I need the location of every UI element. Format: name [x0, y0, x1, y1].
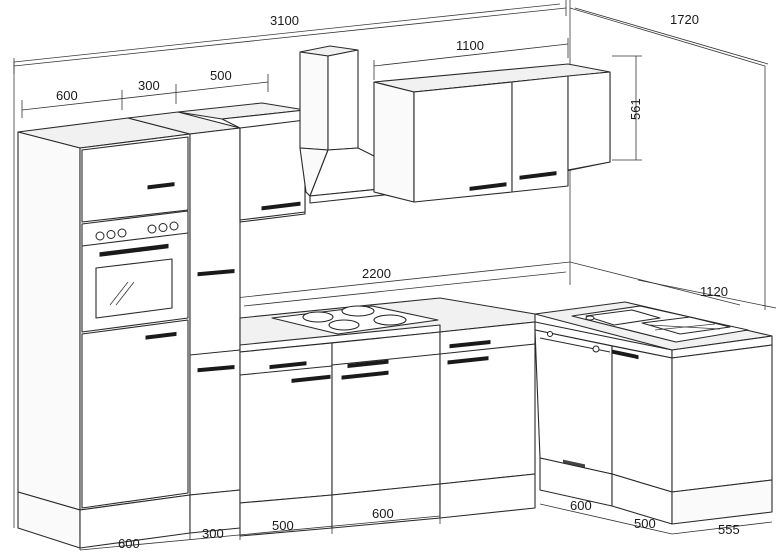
base-cabinets	[239, 321, 536, 537]
dim-bottom-sink-500: 500	[634, 516, 656, 531]
wall-cabinet-right	[373, 63, 611, 203]
base-corner-drawer-handle	[449, 339, 491, 349]
dimensions: 3100 1720 1100 561 600 300 500 2200 1120	[13, 0, 777, 551]
wall-right-handle-1	[469, 182, 507, 191]
dim-bottom-600-tall: 600	[118, 536, 140, 551]
dim-bottom-555: 555	[718, 522, 740, 537]
burner-3	[328, 319, 360, 331]
dim-1120: 1120	[700, 284, 728, 299]
base-600-door-handle	[341, 370, 389, 380]
burner-1	[302, 311, 334, 323]
oven-unit	[81, 210, 189, 333]
dim-bottom-dishwasher: 600	[570, 498, 592, 513]
dim-top-300: 300	[138, 78, 160, 93]
dim-bottom-300: 300	[202, 526, 224, 541]
oven-window	[95, 258, 173, 319]
wall-guides	[13, 0, 766, 528]
burner-4	[373, 314, 407, 326]
tall-lower-door	[81, 319, 189, 509]
burner-2	[341, 305, 375, 317]
oven-handle	[99, 243, 169, 257]
wall-left-handle	[261, 201, 301, 211]
dim-1720: 1720	[670, 12, 699, 27]
dim-bottom-600-base: 600	[372, 506, 394, 521]
dim-1100: 1100	[456, 38, 484, 53]
wall-right-handle-2	[519, 171, 557, 180]
narrow-tall-cabinet	[127, 111, 241, 534]
corner-side	[671, 344, 773, 493]
sink-base-handle	[611, 349, 639, 360]
base-500-drawer-handle	[269, 361, 307, 370]
narrow-upper-handle	[197, 268, 235, 277]
dim-2200: 2200	[362, 266, 391, 281]
base-600-drawer-handle	[347, 359, 389, 368]
dim-561: 561	[628, 98, 643, 120]
tall-upper-door	[81, 136, 189, 223]
sink-base	[611, 345, 673, 493]
oven-knob-3	[117, 228, 127, 238]
tall-oven-cabinet	[17, 117, 191, 549]
tall-lower-handle	[145, 331, 177, 340]
sink	[571, 305, 749, 343]
oven-knob-1	[95, 231, 105, 241]
oven-knob-5	[158, 223, 168, 232]
oven-knob-4	[147, 224, 157, 234]
narrow-lower-handle	[197, 364, 235, 373]
oven-knob-2	[106, 230, 116, 239]
cooktop	[271, 305, 439, 335]
base-500-door-handle	[291, 374, 331, 383]
dim-top-600: 600	[56, 88, 78, 103]
base-corner-door-handle	[447, 356, 489, 365]
corner-run	[534, 301, 773, 525]
dim-top-500: 500	[210, 68, 232, 83]
dim-3100: 3100	[270, 13, 299, 28]
base-600	[331, 331, 441, 496]
tall-upper-handle	[147, 182, 175, 190]
dim-bottom-500: 500	[272, 518, 294, 533]
oven-knob-6	[169, 221, 179, 231]
dishwasher	[534, 329, 613, 475]
wall-cabinet-left	[177, 102, 306, 223]
